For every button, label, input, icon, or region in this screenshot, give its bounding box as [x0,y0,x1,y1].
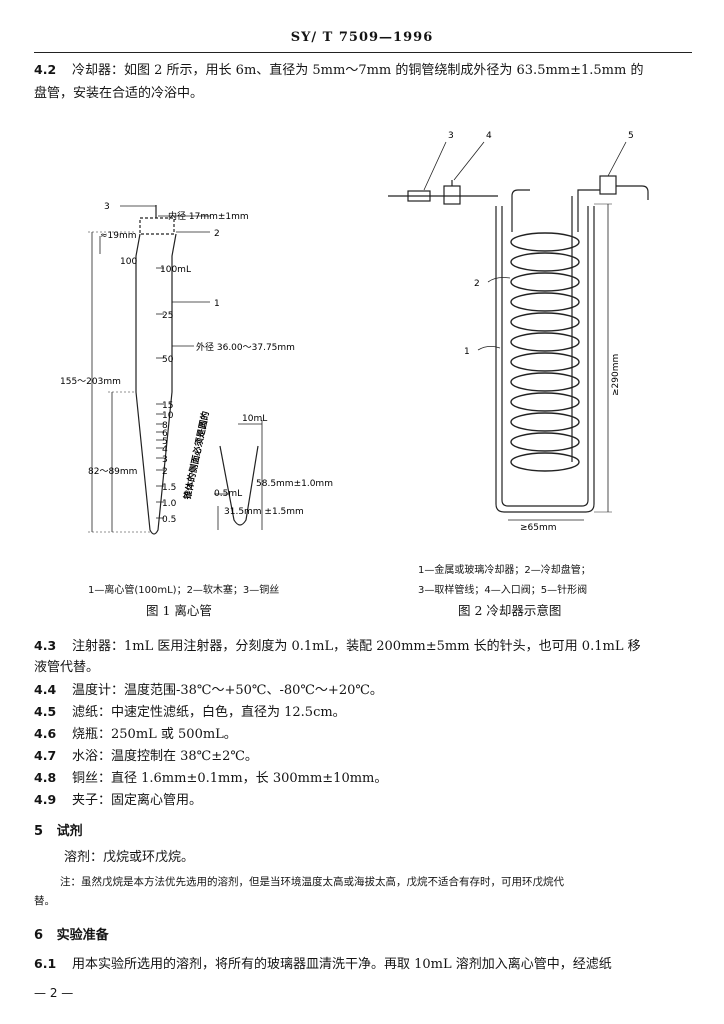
item-4-6: 4.6 烧瓶：250mL 或 500mL。 [34,722,237,747]
fig1-callout-3: 3 [104,202,110,212]
fig2-callout-4: 4 [486,131,492,141]
item-4-3-cont: 液管代替。 [34,660,100,675]
fig1-outer-diameter: 外径 36.00～37.75mm [196,341,295,353]
item-text: 夹子：固定离心管用。 [72,793,203,808]
fig1-mark-100ml: 100mL [160,265,191,275]
fig1-grad-label: 1.0 [162,499,177,509]
item-4-3: 4.3 注射器：1mL 医用注射器，分刻度为 0.1mL，装配 200mm±5mm… [34,634,714,659]
fig2-legend-line2: 3—取样管线；4—入口阀；5—针形阀 [418,585,588,596]
standard-code-header: SY/ T 7509—1996 [290,30,434,45]
item-text: 滤纸：中速定性滤纸，白色，直径为 12.5cm。 [72,705,346,720]
fig1-grad-label: 10 [162,411,174,421]
section-number: 5 [34,824,44,839]
item-text: 温度计：温度范围-38℃～+50℃、-80℃～+20℃。 [72,683,383,698]
item-6-1: 6.1 用本实验所选用的溶剂，将所有的玻璃器皿清洗干净。再取 10mL 溶剂加入离… [34,952,714,977]
fig2-callout-2: 2 [474,279,480,289]
fig2-caption: 图 2 冷却器示意图 [458,603,562,618]
fig1-caption: 图 1 离心管 [146,603,212,618]
note-line2: 替。 [34,895,55,907]
fig1-mark-0-5ml: 0.5mL [214,489,242,499]
fig1-grad-label: 4 [162,445,168,455]
fig1-cone-length: 82～89mm [88,467,137,477]
item-4-8: 4.8 铜丝：直径 1.6mm±0.1mm，长 300mm±10mm。 [34,766,387,791]
fig1-side-note: 锥体的侧面必须是圆的 [181,410,211,501]
item-number: 4.4 [34,682,57,697]
fig2-callout-1: 1 [464,347,470,357]
item-number: 4.5 [34,704,57,719]
fig1-grad-label: 6 [162,429,168,439]
item-number: 6.1 [34,956,57,971]
header-rule [34,52,692,53]
solvent-text: 溶剂：戊烷或环戊烷。 [64,850,195,865]
item-number: 4.7 [34,748,57,763]
fig1-tip-length: 58.5mm±1.0mm [256,479,333,489]
fig1-inner-diameter: 内径 17mm±1mm [168,210,249,222]
fig1-grad-label: 25 [162,311,173,321]
fig1-mark-10ml: 10mL [242,414,267,424]
fig1-legend: 1—离心管(100mL)；2—软木塞；3—铜丝 [88,585,280,596]
item-4-5: 4.5 滤纸：中速定性滤纸，白色，直径为 12.5cm。 [34,700,346,725]
item-4-2: 4.2 冷却器：如图 2 所示，用长 6m、直径为 5mm～7mm 的铜管绕制成外… [34,58,714,83]
item-text: 注射器：1mL 医用注射器，分刻度为 0.1mL，装配 200mm±5mm 长的… [72,639,641,654]
section-6-heading: 6 实验准备 [34,924,109,943]
fig1-total-length: 155～203mm [60,377,121,387]
item-number: 4.2 [34,62,57,77]
item-text: 水浴：温度控制在 38℃±2℃。 [72,749,258,764]
fig1-grad-label: 5 [162,437,168,447]
section-5-heading: 5 试剂 [34,820,83,839]
fig1-grad-label: 50 [162,355,174,365]
fig1-grad-label: 8 [162,421,168,431]
page-number: — 2 — [34,986,74,1000]
item-text: 用本实验所选用的溶剂，将所有的玻璃器皿清洗干净。再取 10mL 溶剂加入离心管中… [72,957,612,972]
fig2-legend-line1: 1—金属或玻璃冷却器；2—冷却盘管； [418,565,591,576]
item-number: 4.8 [34,770,57,785]
section-number: 6 [34,928,44,943]
section-title: 实验准备 [56,928,109,943]
fig1-callout-1: 1 [214,299,220,309]
fig1-grad-label: 15 [162,401,173,411]
item-text: 冷却器：如图 2 所示，用长 6m、直径为 5mm～7mm 的铜管绕制成外径为 … [72,63,644,78]
fig2-callout-5: 5 [628,131,634,141]
item-number: 4.9 [34,792,57,807]
item-text: 烧瓶：250mL 或 500mL。 [72,727,237,742]
item-4-4: 4.4 温度计：温度范围-38℃～+50℃、-80℃～+20℃。 [34,678,383,703]
fig1-grad-label: 3 [162,455,168,465]
item-number: 4.3 [34,638,57,653]
fig1-neck-length: ≈19mm [100,231,137,241]
item-4-7: 4.7 水浴：温度控制在 38℃±2℃。 [34,744,258,769]
fig2-height-dimension: ≥290mm [611,354,621,396]
section-title: 试剂 [56,824,83,839]
fig1-grad-label: 2 [162,467,168,477]
fig1-grad-label: 100 [120,257,137,267]
figure-2-cooler [388,141,649,521]
fig2-callout-3: 3 [448,131,454,141]
item-number: 4.6 [34,726,57,741]
item-text: 铜丝：直径 1.6mm±0.1mm，长 300mm±10mm。 [72,771,388,786]
note-line1: 注：虽然戊烷是本方法优先选用的溶剂，但是当环境温度太高或海拔太高，戊烷不适合有存… [60,876,564,888]
fig1-tip-dimension: 31.5mm ±1.5mm [224,507,304,517]
fig1-grad-label: 0.5 [162,515,176,525]
item-4-2-cont: 盘管，安装在合适的冷浴中。 [34,86,204,101]
fig1-grad-label: 1.5 [162,483,176,493]
item-4-9: 4.9 夹子：固定离心管用。 [34,788,202,813]
fig2-width-dimension: ≥65mm [520,523,557,533]
fig1-callout-2: 2 [214,229,220,239]
